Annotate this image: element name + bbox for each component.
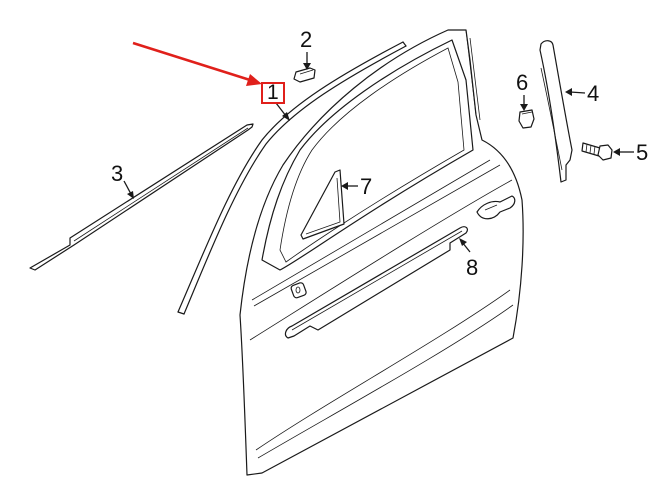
red-pointer-arrow-icon <box>132 41 262 86</box>
part-5-bolt[interactable] <box>581 142 613 161</box>
callout-8[interactable]: 8 <box>466 255 479 280</box>
part-8-side-molding[interactable] <box>284 226 469 339</box>
door-panel <box>239 29 524 476</box>
part-7-mirror-applique[interactable] <box>300 169 345 240</box>
callout-7[interactable]: 7 <box>360 174 373 199</box>
part-2-end-cap[interactable] <box>293 67 316 83</box>
callout-5[interactable]: 5 <box>636 140 649 165</box>
callout-6[interactable]: 6 <box>516 70 529 95</box>
part-6-clip[interactable] <box>518 109 535 129</box>
leader-arrows <box>123 52 634 253</box>
part-4-pillar-applique[interactable] <box>539 40 573 183</box>
part-3-belt-molding[interactable] <box>29 123 254 271</box>
callout-1[interactable]: 1 <box>261 82 285 104</box>
callout-2[interactable]: 2 <box>300 27 313 52</box>
callout-4[interactable]: 4 <box>587 81 600 106</box>
callout-3[interactable]: 3 <box>111 161 124 186</box>
part-1-frame-molding[interactable] <box>177 41 407 315</box>
